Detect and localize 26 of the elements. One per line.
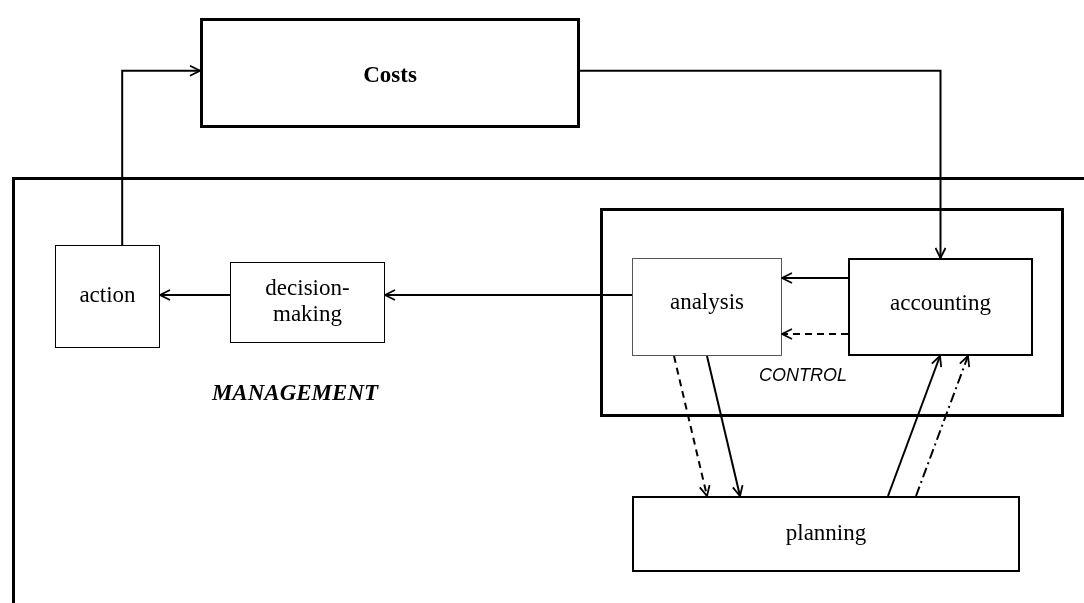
arrow bbox=[673, 355, 711, 497]
box-label: accounting bbox=[889, 290, 992, 317]
arrow bbox=[384, 289, 633, 301]
management-area bbox=[12, 177, 1084, 603]
arrow bbox=[887, 355, 943, 497]
box-label: action bbox=[78, 282, 137, 309]
box-title: Costs bbox=[362, 62, 418, 89]
process-box bbox=[848, 258, 1033, 356]
cost-box bbox=[200, 18, 580, 128]
process-box bbox=[632, 258, 782, 356]
box-label: planning bbox=[784, 520, 868, 547]
arrow bbox=[706, 355, 744, 497]
box-label: analysis bbox=[668, 289, 746, 316]
arrow bbox=[579, 69, 947, 259]
process-box bbox=[55, 245, 160, 348]
arrow bbox=[781, 272, 849, 284]
process-box bbox=[632, 496, 1020, 572]
arrow bbox=[915, 355, 971, 497]
section-label: MANAGEMENT bbox=[210, 380, 380, 407]
process-box bbox=[230, 262, 385, 343]
section-label: CONTROL bbox=[758, 365, 848, 386]
arrow bbox=[781, 328, 849, 340]
box-label: decision-making bbox=[264, 275, 351, 328]
arrow bbox=[121, 64, 201, 246]
arrow bbox=[159, 289, 231, 301]
control-area bbox=[600, 208, 1064, 417]
